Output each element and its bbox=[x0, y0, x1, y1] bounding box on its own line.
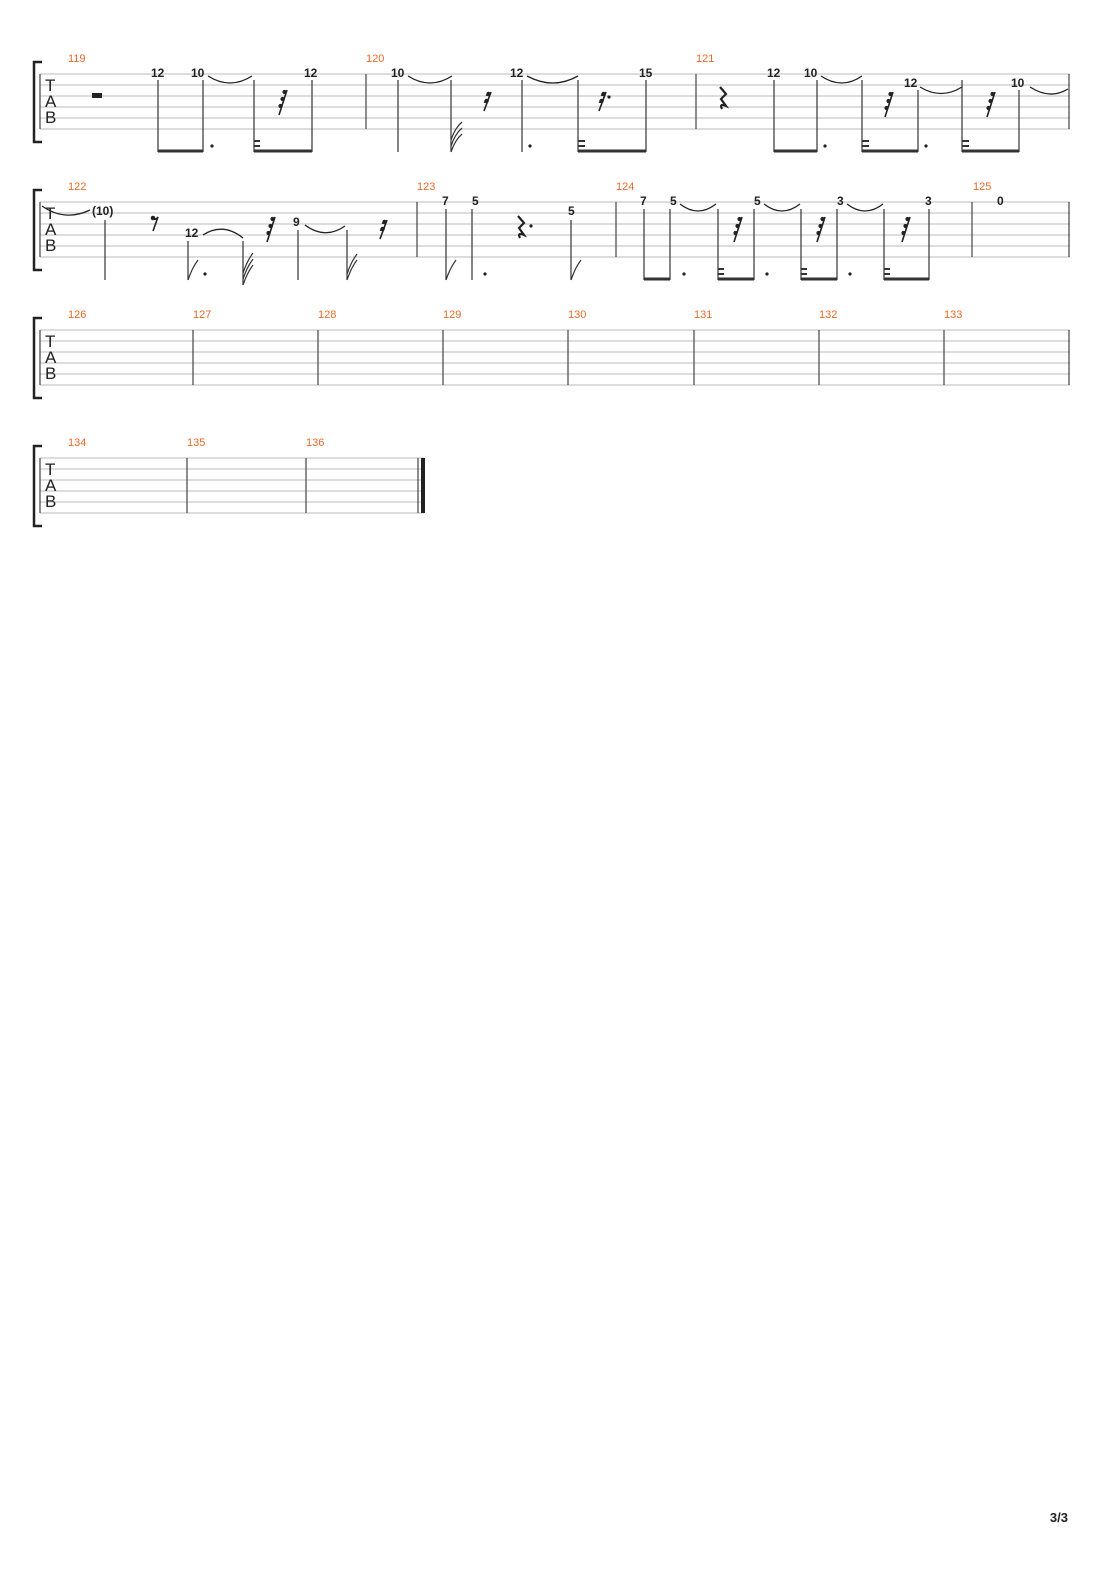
fret-number: 9 bbox=[293, 215, 300, 229]
tab-clef-b: B bbox=[45, 492, 56, 511]
fret-number: 7 bbox=[442, 194, 449, 208]
thirtysecond-rest bbox=[277, 89, 288, 116]
tab-clef-a: A bbox=[45, 220, 57, 239]
tab-clef-t: T bbox=[45, 76, 55, 95]
thirtysecond-rest bbox=[900, 216, 911, 243]
fret-number: 3 bbox=[837, 194, 844, 208]
eighth-rest bbox=[149, 214, 159, 232]
fret-number: 7 bbox=[640, 194, 647, 208]
measure-number: 135 bbox=[187, 437, 205, 449]
fret-number: 10 bbox=[804, 66, 818, 80]
fret-number: 12 bbox=[185, 226, 199, 240]
fret-number: 12 bbox=[304, 66, 318, 80]
tab-clef-b: B bbox=[45, 236, 56, 255]
tie bbox=[1029, 86, 1069, 95]
measure-number: 127 bbox=[193, 309, 211, 321]
fret-number: 5 bbox=[472, 194, 479, 208]
tie bbox=[846, 203, 884, 212]
tab-clef-a: A bbox=[45, 476, 57, 495]
thirtysecond-rest bbox=[732, 216, 743, 243]
quarter-rest bbox=[718, 85, 728, 111]
half-rest bbox=[92, 93, 102, 98]
tab-clef-a: A bbox=[45, 92, 57, 111]
tab-clef-t: T bbox=[45, 460, 55, 479]
fret-number: 5 bbox=[754, 194, 761, 208]
measure-number: 128 bbox=[318, 309, 336, 321]
fret-number: 12 bbox=[151, 66, 165, 80]
tie bbox=[919, 86, 963, 95]
measure-number: 133 bbox=[944, 309, 962, 321]
tie bbox=[41, 205, 91, 216]
measure-number: 120 bbox=[366, 53, 384, 65]
measure-number: 119 bbox=[68, 53, 86, 65]
fret-number: 5 bbox=[568, 204, 575, 218]
tie bbox=[304, 224, 346, 234]
tie bbox=[202, 228, 244, 239]
thirtysecond-rest bbox=[265, 216, 276, 243]
fret-number: 10 bbox=[1011, 76, 1025, 90]
fret-number: 15 bbox=[639, 66, 653, 80]
measure-number: 136 bbox=[306, 437, 324, 449]
system-4: T A B 134 135 136 bbox=[32, 437, 425, 528]
thirtysecond-rest bbox=[815, 216, 826, 243]
sixteenth-rest bbox=[598, 91, 607, 112]
measure-number: 131 bbox=[694, 309, 712, 321]
tab-clef-t: T bbox=[45, 332, 55, 351]
fret-number: 0 bbox=[997, 194, 1004, 208]
tab-clef-b: B bbox=[45, 108, 56, 127]
fret-number: 12 bbox=[767, 66, 781, 80]
fret-number: 12 bbox=[510, 66, 524, 80]
tie bbox=[526, 75, 579, 84]
system-3: T A B 126 127 128 129 130 131 132 133 bbox=[32, 309, 1070, 400]
fret-number: 10 bbox=[191, 66, 205, 80]
fret-number: 10 bbox=[391, 66, 405, 80]
tab-clef-t: T bbox=[45, 204, 55, 223]
fret-number: 3 bbox=[925, 194, 932, 208]
measure-number: 126 bbox=[68, 309, 86, 321]
tie bbox=[763, 203, 801, 212]
tie bbox=[207, 75, 253, 84]
measure-number: 124 bbox=[616, 181, 634, 193]
measure-number: 130 bbox=[568, 309, 586, 321]
measure-number: 134 bbox=[68, 437, 86, 449]
measure-number: 121 bbox=[696, 53, 714, 65]
tab-clef-a: A bbox=[45, 348, 57, 367]
page-number: 3/3 bbox=[1049, 1510, 1068, 1525]
final-barline bbox=[421, 458, 425, 513]
measure-number: 132 bbox=[819, 309, 837, 321]
tie bbox=[820, 75, 863, 84]
fret-number: (10) bbox=[92, 204, 113, 218]
tab-clef-b: B bbox=[45, 364, 56, 383]
sixteenth-rest bbox=[483, 91, 492, 112]
system-2: T A B 122 123 124 125 (10) 12 9 7 5 5 bbox=[32, 181, 1070, 286]
measure-number: 122 bbox=[68, 181, 86, 193]
tie bbox=[679, 203, 717, 212]
sixteenth-rest bbox=[379, 219, 388, 240]
quarter-rest bbox=[516, 214, 526, 240]
measure-number: 125 bbox=[973, 181, 991, 193]
tie bbox=[407, 75, 453, 84]
system-1: T A B 119 120 121 12 10 12 10 12 15 bbox=[32, 53, 1070, 153]
fret-number: 5 bbox=[670, 194, 677, 208]
measure-number: 123 bbox=[417, 181, 435, 193]
measure-number: 129 bbox=[443, 309, 461, 321]
fret-number: 12 bbox=[904, 76, 918, 90]
